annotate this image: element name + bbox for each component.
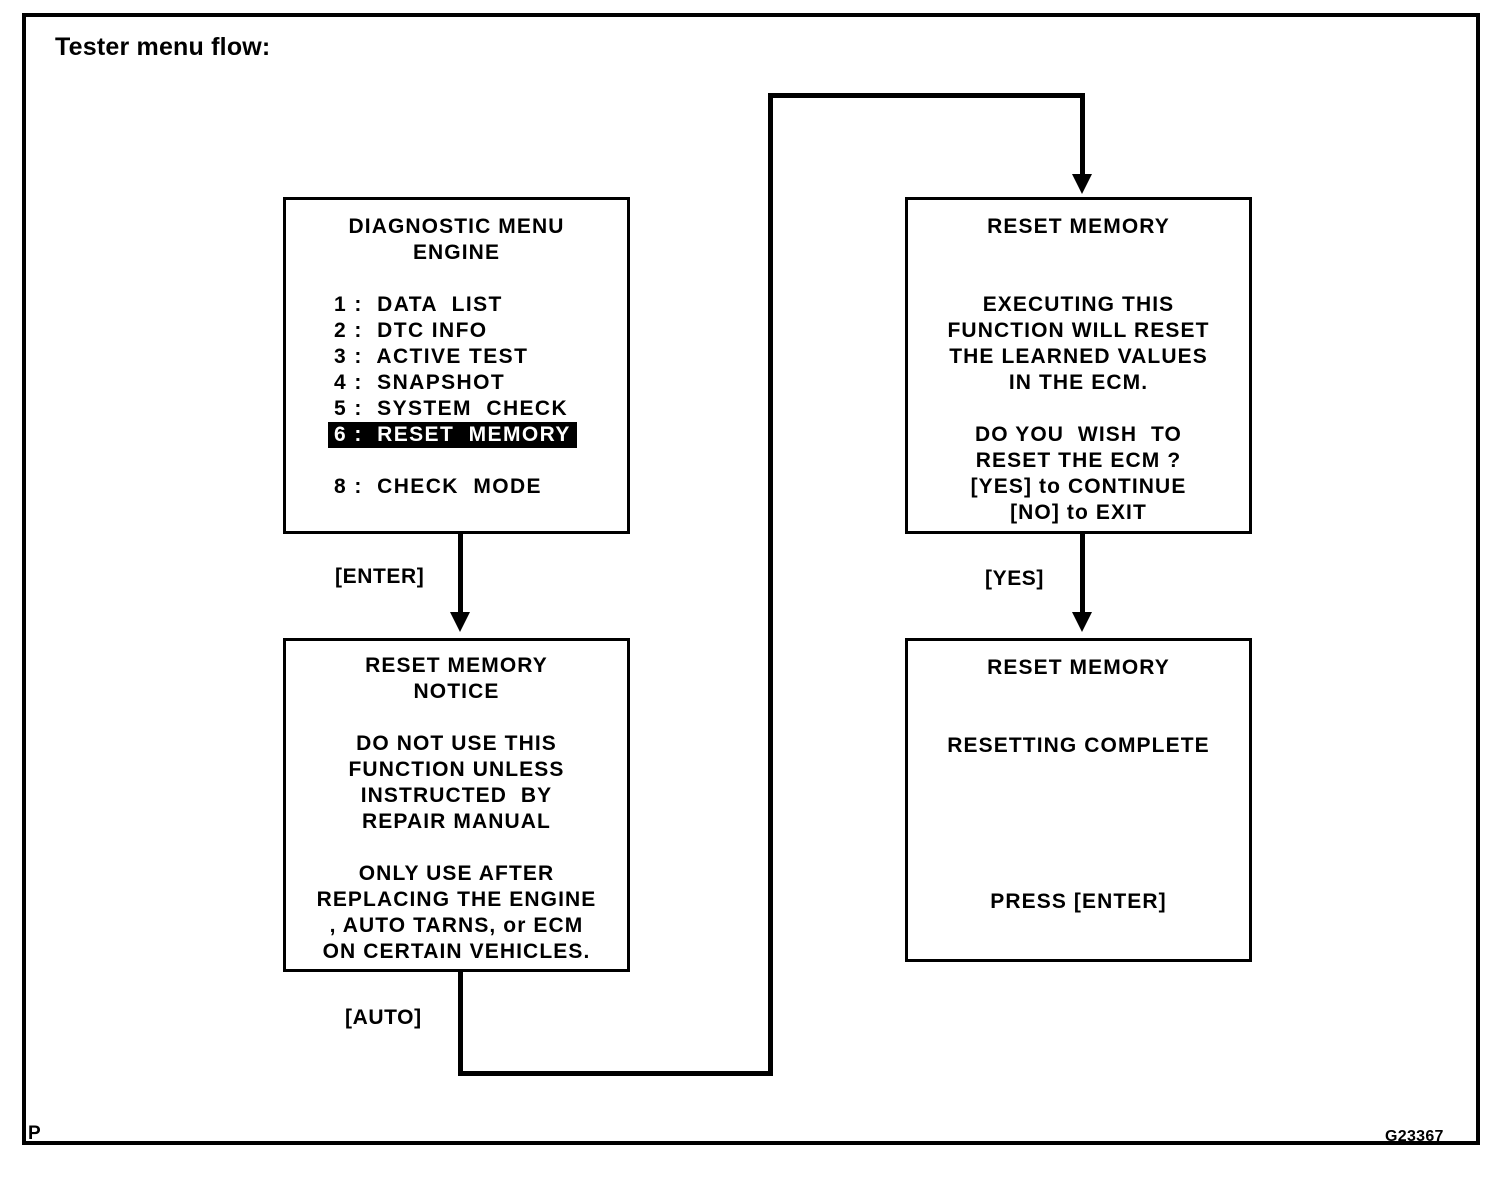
connector-enter-arrowhead [450,612,470,632]
connector-yes-arrowhead [1072,612,1092,632]
notice-body-line-7: , AUTO TARNS, or ECM [329,914,584,937]
connector-auto-line-up [768,93,773,1073]
confirm-body-line-2: FUNCTION WILL RESET [947,319,1210,342]
notice-body-line-6: REPLACING THE ENGINE [316,888,597,911]
complete-status: RESETTING COMPLETE [947,734,1210,757]
confirm-title: RESET MEMORY [987,215,1170,238]
complete-spacer-2 [908,707,1249,733]
complete-prompt: PRESS [ENTER] [990,890,1167,913]
connector-auto-label: [AUTO] [345,1006,422,1029]
confirm-body-line-3: THE LEARNED VALUES [949,345,1208,368]
notice-body-line-4: REPAIR MANUAL [362,810,551,833]
connector-auto-arrowhead [1072,174,1092,194]
page-border [22,13,1480,1145]
complete-spacer-7 [908,863,1249,889]
menu-item-dtc-info[interactable]: 2 : DTC INFO [334,319,488,342]
complete-spacer-1 [908,681,1249,707]
connector-yes-label: [YES] [985,567,1045,590]
notice-title: RESET MEMORY [365,654,548,677]
connector-enter-label: [ENTER] [335,565,425,588]
notice-body-line-1: DO NOT USE THIS [356,732,557,755]
menu-item-check-mode[interactable]: 8 : CHECK MODE [334,475,542,498]
screen-reset-memory-notice: RESET MEMORY NOTICE DO NOT USE THIS FUNC… [283,638,630,972]
confirm-spacer-3 [908,396,1249,422]
connector-auto-line-right [458,1071,773,1076]
notice-spacer-1 [286,705,627,731]
complete-spacer-6 [908,837,1249,863]
complete-title: RESET MEMORY [987,656,1170,679]
confirm-body-line-1: EXECUTING THIS [982,293,1175,316]
menu-item-snapshot[interactable]: 4 : SNAPSHOT [334,371,506,394]
menu-item-reset-memory-row: 6 : RESET MEMORY [286,422,627,448]
menu-spacer-2 [286,448,627,474]
menu-item-data-list[interactable]: 1 : DATA LIST [334,293,503,316]
complete-spacer-5 [908,811,1249,837]
confirm-question-line-1: DO YOU WISH TO [974,423,1182,446]
confirm-body-line-4: IN THE ECM. [1008,371,1149,394]
notice-subtitle: NOTICE [413,680,500,703]
notice-body-line-3: INSTRUCTED BY [360,784,553,807]
complete-spacer-3 [908,759,1249,785]
connector-auto-line-top [768,93,1085,98]
confirm-option-no[interactable]: [NO] to EXIT [1010,501,1147,524]
connector-auto-line-into-confirm [1080,93,1085,177]
complete-spacer-4 [908,785,1249,811]
confirm-option-yes[interactable]: [YES] to CONTINUE [970,475,1187,498]
notice-body-line-5: ONLY USE AFTER [358,862,555,885]
menu-item-system-check[interactable]: 5 : SYSTEM CHECK [334,397,569,420]
screen-reset-memory-confirm: RESET MEMORY EXECUTING THIS FUNCTION WIL… [905,197,1252,534]
connector-yes-line [1080,534,1085,616]
connector-auto-line-down [458,972,463,1076]
notice-body-line-2: FUNCTION UNLESS [348,758,565,781]
confirm-spacer-2 [908,266,1249,292]
menu-spacer-1 [286,266,627,292]
menu-item-reset-memory[interactable]: 6 : RESET MEMORY [328,422,577,448]
menu-header-line-1: DIAGNOSTIC MENU [348,215,565,238]
page-title: Tester menu flow: [55,33,271,61]
screen-diagnostic-menu: DIAGNOSTIC MENU ENGINE 1 : DATA LIST 2 :… [283,197,630,534]
notice-body-line-8: ON CERTAIN VEHICLES. [322,940,591,963]
figure-id: G23367 [1385,1128,1444,1145]
notice-spacer-2 [286,835,627,861]
confirm-spacer-1 [908,240,1249,266]
corner-mark: P [28,1123,41,1144]
screen-reset-memory-complete: RESET MEMORY RESETTING COMPLETE PRESS [E… [905,638,1252,962]
confirm-question-line-2: RESET THE ECM ? [975,449,1182,472]
menu-item-active-test[interactable]: 3 : ACTIVE TEST [334,345,529,368]
menu-header-line-2: ENGINE [412,241,501,264]
connector-enter-line [458,534,463,614]
